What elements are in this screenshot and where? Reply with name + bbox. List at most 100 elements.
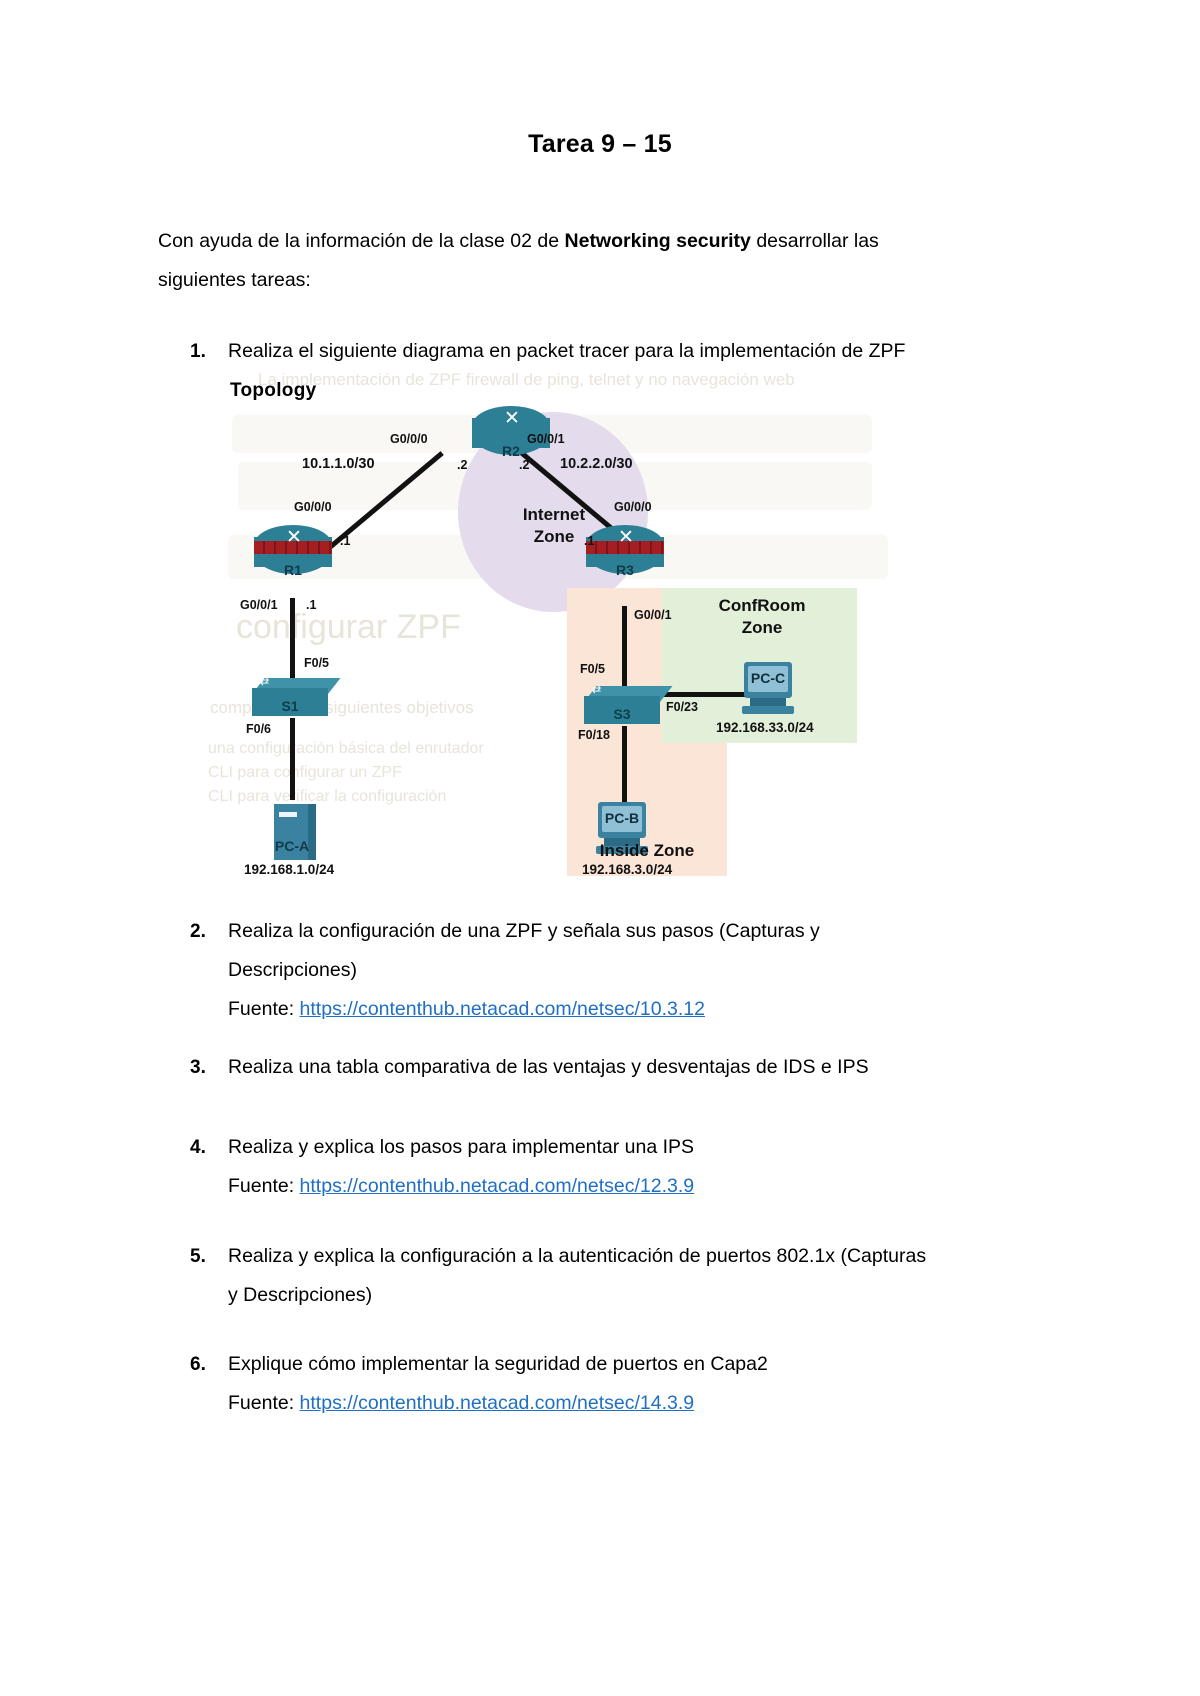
device-pc-c: PC-C: [740, 662, 802, 720]
router-bottom: [472, 433, 550, 455]
list-item-1: 1. Realiza el siguiente diagrama en pack…: [190, 332, 935, 371]
device-pc-b: PC-B: [594, 802, 656, 860]
iflabel-s3-down: F0/18: [578, 728, 610, 742]
list-item-2-number: 2.: [190, 921, 206, 942]
pc-screen: [748, 666, 788, 692]
list-item-2: 2. Realiza la configuración de una ZPF y…: [190, 912, 935, 1029]
list-item-3-text: Realiza una tabla comparativa de las ven…: [228, 1056, 869, 1078]
device-router-r3: ✕ R3: [586, 525, 664, 578]
switch-arrows-icon: ⇄: [260, 676, 269, 688]
iflabel-r1-up-ip: .1: [340, 534, 351, 548]
source-link[interactable]: https://contenthub.netacad.com/netsec/10…: [299, 998, 705, 1020]
iflabel-s3-right: F0/23: [666, 700, 698, 714]
intro-bold: Networking security: [564, 230, 751, 252]
iflabel-r2-left: G0/0/0: [390, 432, 428, 446]
router-arrows-icon: ✕: [504, 408, 520, 429]
router-arrows-icon: ✕: [618, 527, 634, 548]
device-label-r1: R1: [284, 562, 302, 578]
zone-label-confroom-line2: Zone: [741, 618, 783, 637]
device-label-s1: S1: [281, 698, 299, 714]
iflabel-r1-up: G0/0/0: [294, 500, 332, 514]
iflabel-r1-down-ip: .1: [306, 598, 317, 612]
cable-r1-s1: [290, 598, 295, 680]
list-item-2-body: Realiza la configuración de una ZPF y se…: [228, 912, 935, 1029]
switch-face: [584, 696, 660, 724]
netlabel-right-wan: 10.2.2.0/30: [560, 456, 633, 472]
router-arrows-icon: ✕: [286, 527, 302, 548]
list-item-4-body: Realiza y explica los pasos para impleme…: [228, 1128, 935, 1206]
figure-title: Topology: [230, 380, 317, 401]
pc-keyboard: [596, 846, 648, 854]
cable-s3-pcb: [622, 726, 627, 804]
list-item-4-text: Realiza y explica los pasos para impleme…: [228, 1136, 695, 1158]
iflabel-s1-down: F0/6: [246, 722, 272, 736]
source-label: Fuente:: [228, 1175, 300, 1197]
iflabel-s1-up: F0/5: [304, 656, 330, 670]
page-title: Tarea 9 – 15: [528, 130, 672, 158]
netlabel-pc-b: 192.168.3.0/24: [582, 862, 673, 877]
pc-base: [750, 698, 786, 706]
iflabel-r1-down: G0/0/1: [240, 598, 278, 612]
list-item-6-text: Explique cómo implementar la seguridad d…: [228, 1353, 768, 1375]
source-link[interactable]: https://contenthub.netacad.com/netsec/12…: [299, 1175, 695, 1197]
router-bottom: [254, 552, 332, 574]
intro-prefix: Con ayuda de la información de la clase …: [158, 230, 565, 252]
list-item-5-text: Realiza y explica la configuración a la …: [228, 1245, 927, 1306]
netlabel-left-wan: 10.1.1.0/30: [302, 456, 375, 472]
list-item-3: 3. Realiza una tabla comparativa de las …: [190, 1048, 935, 1087]
list-item-1-number: 1.: [190, 341, 206, 362]
list-item-5: 5. Realiza y explica la configuración a …: [190, 1237, 935, 1315]
device-label-pc-c: PC-C: [750, 670, 786, 686]
cable-r3-s3: [622, 606, 627, 688]
device-switch-s1: ⇄ S1: [252, 676, 341, 720]
list-item-6-body: Explique cómo implementar la seguridad d…: [228, 1345, 935, 1423]
switch-face: [252, 688, 328, 716]
device-label-s3: S3: [613, 706, 631, 722]
intro-suffix: desarrollar las siguientes tareas:: [158, 230, 879, 291]
cable-s1-pca: [290, 718, 295, 800]
device-switch-s3: ⇄ S3: [584, 684, 673, 728]
intro-paragraph: Con ayuda de la información de la clase …: [158, 222, 933, 300]
device-router-r1: ✕ R1: [254, 525, 332, 578]
iflabel-r2-left-ip: .2: [457, 458, 468, 472]
list-item-5-number: 5.: [190, 1246, 206, 1267]
iflabel-s3-up: F0/5: [580, 662, 606, 676]
iflabel-r3-up: G0/0/0: [614, 500, 652, 514]
iflabel-r2-right: G0/0/1: [527, 432, 565, 446]
iflabel-r2-right-ip: .2: [519, 458, 530, 472]
list-item-2-text: Realiza la configuración de una ZPF y se…: [228, 920, 820, 981]
router-bottom: [586, 552, 664, 574]
switch-arrows-icon: ⇄: [592, 684, 601, 696]
source-label: Fuente:: [228, 1392, 300, 1414]
device-label-pc-a: PC-A: [274, 838, 310, 854]
zone-label-internet: Internet Zone: [484, 504, 624, 548]
device-pc-a: PC-A: [270, 798, 316, 860]
iflabel-r3-down: G0/0/1: [634, 608, 672, 622]
zone-label-internet-line2: Zone: [533, 527, 575, 546]
source-link[interactable]: https://contenthub.netacad.com/netsec/14…: [299, 1392, 695, 1414]
list-item-4-number: 4.: [190, 1137, 206, 1158]
device-router-r2: ✕ R2: [472, 406, 550, 459]
netlabel-pc-c: 192.168.33.0/24: [716, 720, 814, 735]
zone-label-confroom: ConfRoom Zone: [672, 595, 852, 639]
device-label-pc-b: PC-B: [604, 810, 640, 826]
iflabel-r3-up-ip: .1: [584, 534, 595, 548]
list-item-1-text: Realiza el siguiente diagrama en packet …: [228, 340, 906, 362]
list-item-6-number: 6.: [190, 1354, 206, 1375]
cable-s3-pcc: [660, 692, 746, 697]
device-label-r2: R2: [502, 443, 520, 459]
netlabel-pc-a: 192.168.1.0/24: [244, 862, 335, 877]
zone-label-internet-line1: Internet: [522, 505, 586, 524]
topology-figure: Topology ✕ R2 ✕ R1: [222, 370, 882, 895]
list-item-4-source: Fuente: https://contenthub.netacad.com/n…: [228, 1167, 935, 1206]
pc-base: [604, 838, 640, 846]
list-item-4: 4. Realiza y explica los pasos para impl…: [190, 1128, 935, 1206]
source-label: Fuente:: [228, 998, 300, 1020]
list-item-3-number: 3.: [190, 1057, 206, 1078]
zone-label-confroom-line1: ConfRoom: [718, 596, 806, 615]
pc-screen: [602, 806, 642, 832]
list-item-6: 6. Explique cómo implementar la segurida…: [190, 1345, 935, 1423]
zone-label-inside: Inside Zone: [599, 841, 695, 860]
pc-keyboard: [742, 706, 794, 714]
